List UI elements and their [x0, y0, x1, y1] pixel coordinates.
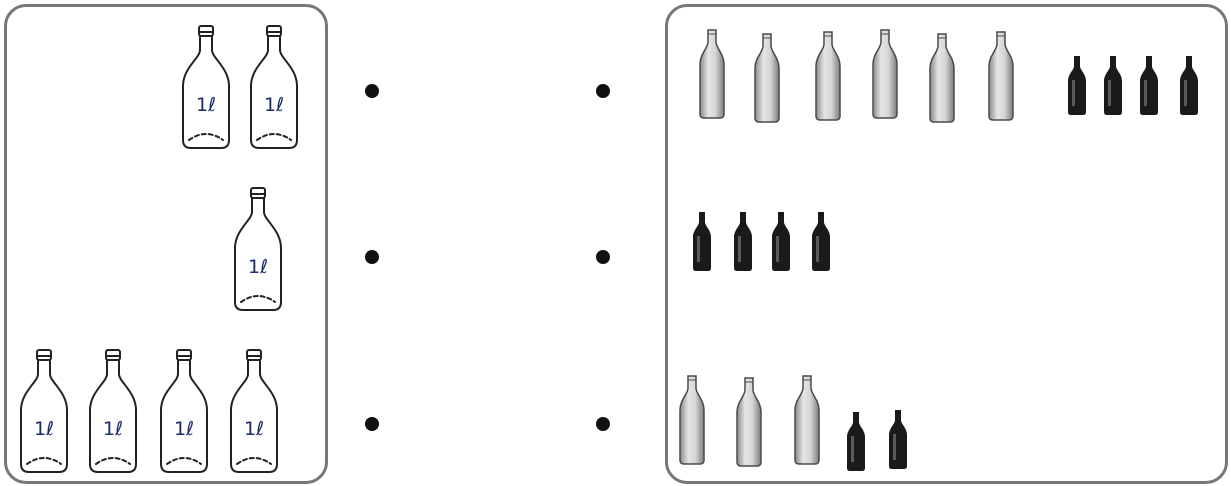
small-bottle-icon [693, 212, 711, 271]
right-dot-row-2[interactable] [596, 250, 610, 264]
liter-bottle-icon: 1ℓ [20, 349, 68, 473]
liter-bottle-icon: 1ℓ [182, 25, 230, 149]
left-panel [4, 4, 328, 484]
small-bottle-icon [812, 212, 830, 271]
small-bottle-icon [1180, 56, 1198, 115]
liter-bottle-icon: 1ℓ [89, 349, 137, 473]
svg-text:1ℓ: 1ℓ [244, 418, 264, 440]
right-dot-row-1[interactable] [596, 84, 610, 98]
small-bottle-icon [1140, 56, 1158, 115]
small-bottle-icon [734, 212, 752, 271]
svg-text:1ℓ: 1ℓ [174, 418, 194, 440]
small-bottle-icon [772, 212, 790, 271]
small-bottle-icon [889, 410, 907, 469]
liter-bottle-icon: 1ℓ [160, 349, 208, 473]
svg-text:1ℓ: 1ℓ [34, 418, 54, 440]
small-bottle-icon [1068, 56, 1086, 115]
large-bottle-icon [699, 29, 725, 119]
liter-bottle-icon: 1ℓ [250, 25, 298, 149]
large-bottle-icon [794, 375, 820, 465]
large-bottle-icon [929, 33, 955, 123]
svg-text:1ℓ: 1ℓ [248, 256, 268, 278]
small-bottle-icon [847, 412, 865, 471]
small-bottle-icon [1104, 56, 1122, 115]
left-dot-row-1[interactable] [365, 84, 379, 98]
right-dot-row-3[interactable] [596, 417, 610, 431]
large-bottle-icon [736, 377, 762, 467]
liter-bottle-icon: 1ℓ [234, 187, 282, 311]
large-bottle-icon [988, 31, 1014, 121]
svg-text:1ℓ: 1ℓ [103, 418, 123, 440]
liter-bottle-icon: 1ℓ [230, 349, 278, 473]
large-bottle-icon [872, 29, 898, 119]
large-bottle-icon [815, 31, 841, 121]
svg-text:1ℓ: 1ℓ [264, 94, 284, 116]
svg-text:1ℓ: 1ℓ [196, 94, 216, 116]
large-bottle-icon [679, 375, 705, 465]
large-bottle-icon [754, 33, 780, 123]
left-dot-row-3[interactable] [365, 417, 379, 431]
left-dot-row-2[interactable] [365, 250, 379, 264]
